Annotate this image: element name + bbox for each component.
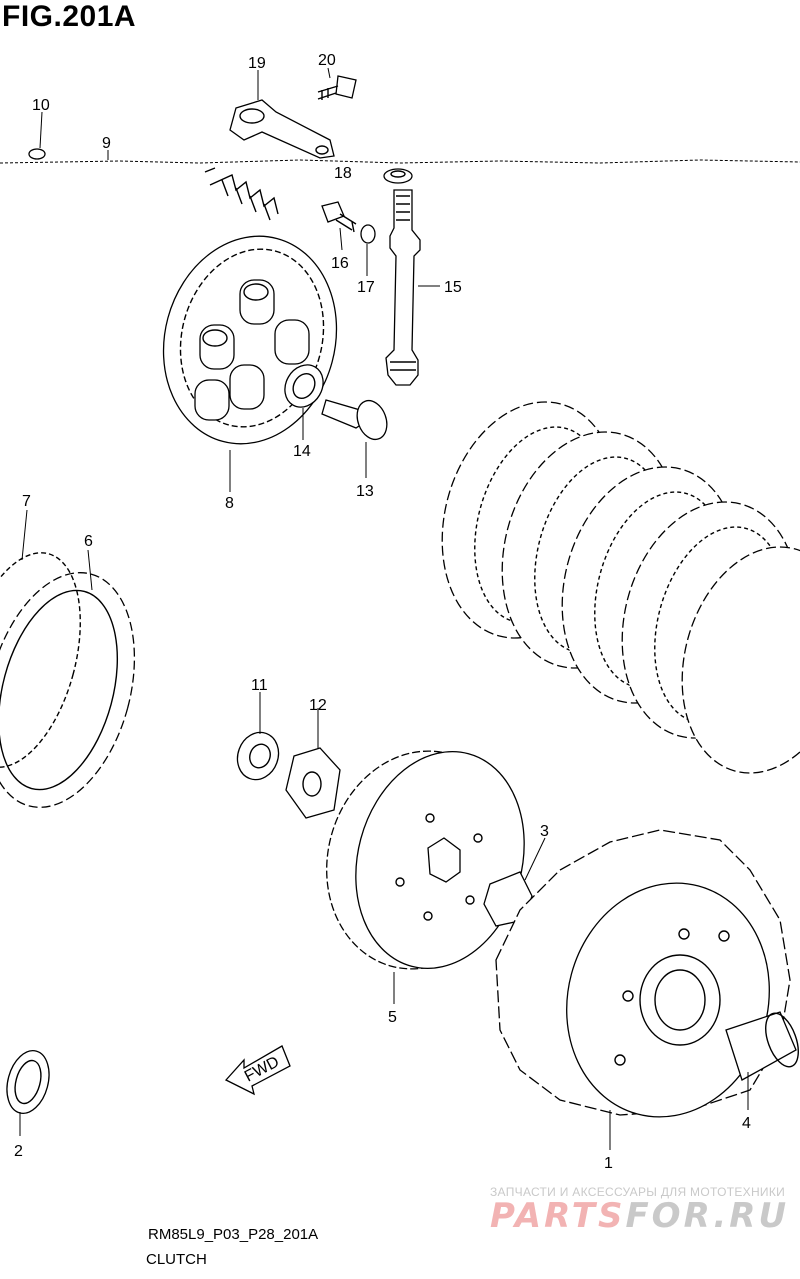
figure-title: FIG.201A [2, 0, 137, 33]
drive-plate-6[interactable] [0, 556, 159, 824]
release-arm-19[interactable] [229, 99, 335, 159]
bolt-20[interactable] [317, 75, 357, 100]
ref-2[interactable]: 2 [14, 1143, 23, 1160]
clutch-plate-stack[interactable] [417, 382, 800, 792]
washer-10[interactable] [28, 148, 46, 160]
ref-1[interactable]: 1 [604, 1155, 613, 1172]
watermark-tagline: ЗАПЧАСТИ И АКСЕССУАРЫ ДЛЯ МОТОТЕХНИКИ [490, 1185, 786, 1199]
ref-4[interactable]: 4 [742, 1115, 751, 1132]
oil-seal-11[interactable] [231, 727, 285, 786]
release-shaft-15[interactable] [385, 189, 421, 386]
bolt-16[interactable] [321, 201, 357, 233]
ref-14[interactable]: 14 [293, 443, 311, 460]
watermark-logo-main: PARTS [490, 1196, 626, 1236]
ref-5[interactable]: 5 [388, 1009, 397, 1026]
ref-10[interactable]: 10 [32, 97, 50, 114]
forward-direction-arrow: FWD [224, 1045, 291, 1096]
reference-numbers: 1 2 3 4 5 6 7 8 9 10 11 12 13 14 15 16 1… [14, 52, 751, 1172]
pressure-plate-8[interactable] [141, 217, 360, 464]
section-name: CLUTCH [146, 1251, 207, 1268]
ref-8[interactable]: 8 [225, 495, 234, 512]
diagram-code: RM85L9_P03_P28_201A [148, 1226, 319, 1243]
ref-9[interactable]: 9 [102, 135, 111, 152]
ref-6[interactable]: 6 [84, 533, 93, 550]
ref-20[interactable]: 20 [318, 52, 336, 69]
ref-7[interactable]: 7 [22, 493, 31, 510]
ref-16[interactable]: 16 [331, 255, 349, 272]
push-piece-13[interactable] [321, 396, 392, 443]
ref-19[interactable]: 19 [248, 55, 266, 72]
washer-17[interactable] [360, 224, 376, 244]
thrust-washer-2[interactable] [0, 1046, 55, 1118]
needle-bearing-4[interactable] [725, 1009, 800, 1081]
oil-seal-18[interactable] [383, 168, 413, 184]
torn-edge [0, 159, 800, 164]
watermark-logo-tail: FOR.RU [625, 1196, 790, 1236]
ref-17[interactable]: 17 [357, 279, 375, 296]
lock-washer-12[interactable] [285, 747, 341, 819]
watermark-logo: PARTSFOR.RU [490, 1196, 789, 1236]
ref-11[interactable]: 11 [251, 677, 268, 694]
driven-plate-7[interactable] [0, 540, 102, 781]
ref-18[interactable]: 18 [334, 165, 352, 182]
primary-driven-gear-1[interactable] [495, 829, 795, 1140]
clutch-spring-9[interactable] [204, 167, 279, 221]
ref-13[interactable]: 13 [356, 483, 374, 500]
ref-12[interactable]: 12 [309, 697, 327, 714]
clutch-sleeve-hub-5[interactable] [303, 730, 548, 990]
ref-3[interactable]: 3 [540, 823, 549, 840]
bearing-14[interactable] [277, 358, 330, 414]
ref-15[interactable]: 15 [444, 279, 462, 296]
leader-lines [19, 67, 749, 1150]
